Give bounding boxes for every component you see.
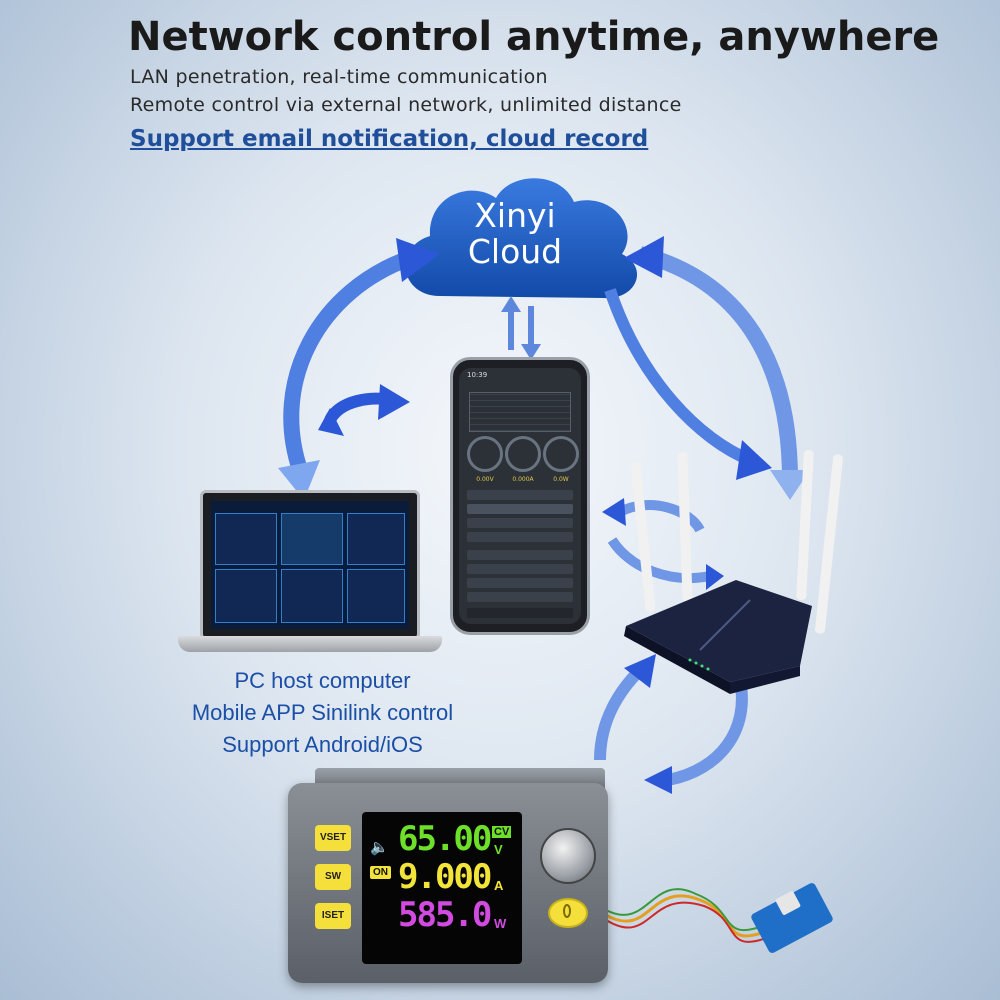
cloud-phone-arrows — [501, 296, 541, 360]
page-title: Network control anytime, anywhere — [128, 14, 940, 60]
email-cloud-link[interactable]: Support email notification, cloud record — [130, 126, 649, 152]
caption-platforms: Support Android/iOS — [222, 732, 423, 757]
app-row[interactable] — [467, 490, 573, 500]
feature-line-lan: LAN penetration, real-time communication — [130, 66, 548, 88]
app-row[interactable] — [467, 592, 573, 602]
gauge-value-current: 0.000A — [512, 476, 534, 483]
voltage-gauge — [467, 436, 503, 472]
feature-line-remote: Remote control via external network, unl… — [130, 94, 682, 116]
sw-button[interactable]: SW — [315, 864, 351, 890]
app-tabbar[interactable] — [467, 608, 573, 618]
app-screen: 10:39 0.00V 0.000A 0.0W — [459, 368, 581, 624]
pc-control-panel — [347, 569, 405, 623]
app-row[interactable] — [467, 550, 573, 560]
speaker-icon: 🔈 — [370, 838, 389, 856]
caption-app: Mobile APP Sinilink control — [191, 700, 454, 725]
current-unit: A — [494, 878, 504, 893]
app-row[interactable] — [467, 518, 573, 528]
laptop — [200, 490, 420, 640]
vset-button[interactable]: VSET — [315, 825, 351, 851]
laptop-cloud-arrow — [278, 238, 440, 500]
pc-data-panel — [215, 569, 277, 623]
pc-gauge-panel — [281, 569, 343, 623]
cloud-label: Xinyi Cloud — [445, 198, 585, 270]
router-device — [624, 450, 843, 694]
app-row[interactable] — [467, 578, 573, 588]
router-module-arrows — [594, 654, 748, 794]
caption-pc: PC host computer — [234, 668, 411, 693]
cloud-router-arrow — [604, 236, 810, 500]
power-gauge — [543, 436, 579, 472]
app-row[interactable] — [467, 532, 573, 542]
app-graph — [469, 392, 571, 432]
power-readout: 585.0 — [398, 895, 492, 935]
wifi-module — [605, 883, 833, 953]
app-row[interactable] — [467, 504, 573, 514]
current-readout: 9.000 — [398, 857, 492, 897]
voltage-readout: 65.00 — [398, 819, 492, 859]
smartphone: 10:39 0.00V 0.000A 0.0W — [450, 357, 590, 635]
pc-device-panel — [281, 513, 343, 565]
power-button[interactable] — [548, 898, 588, 928]
phone-time: 10:39 — [467, 371, 488, 379]
laptop-base — [178, 636, 442, 652]
adjustment-knob[interactable] — [540, 828, 596, 884]
power-unit: W — [494, 916, 507, 931]
cv-badge: CV — [492, 826, 512, 838]
on-badge: ON — [370, 866, 391, 879]
app-row[interactable] — [467, 564, 573, 574]
voltage-unit: V — [494, 842, 503, 857]
gauge-value-power: 0.0W — [553, 476, 569, 483]
iset-button[interactable]: ISET — [315, 903, 351, 929]
pc-graph-panel — [215, 513, 277, 565]
cloud-icon — [405, 178, 638, 299]
cloud-label-line2: Cloud — [467, 232, 563, 271]
current-gauge — [505, 436, 541, 472]
pc-software-screen — [211, 501, 409, 629]
gauge-value-voltage: 0.00V — [476, 476, 494, 483]
pc-settings-panel — [347, 513, 405, 565]
phone-router-arrows — [602, 498, 724, 590]
cloud-label-line1: Xinyi — [474, 196, 556, 235]
power-icon — [563, 904, 571, 918]
